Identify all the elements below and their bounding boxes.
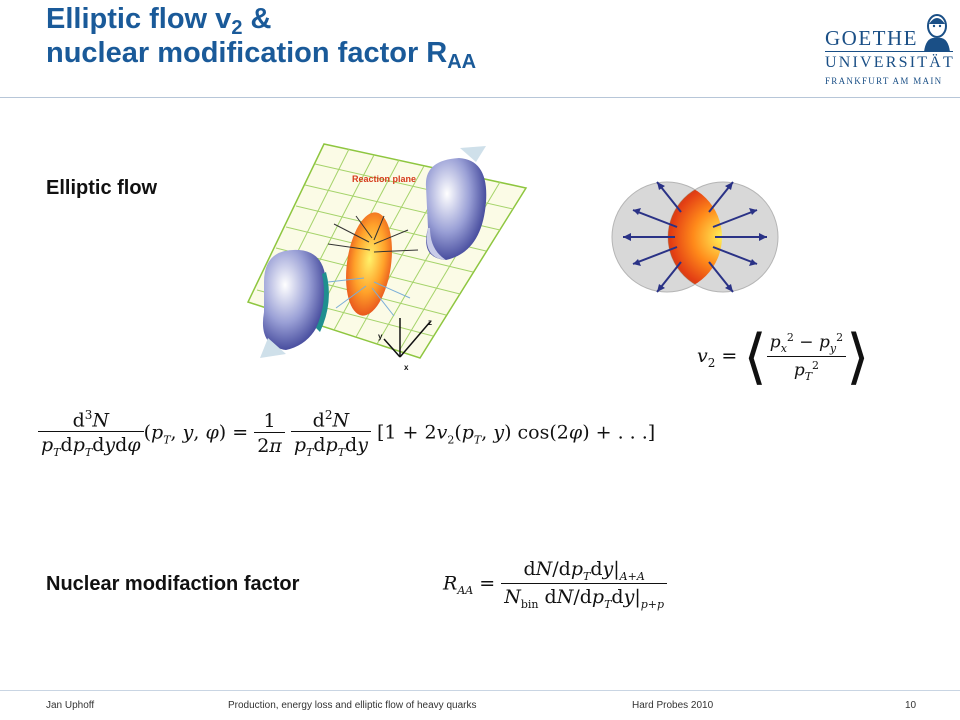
logo-word-city: FRANKFURT AM MAIN	[825, 76, 943, 86]
footer-page-number: 10	[905, 700, 917, 711]
title-divider	[0, 97, 960, 98]
azimuthal-distribution-formula: d3N pTdpTdydφ (pT, y, φ) = 1 2π d2N pTdp…	[38, 408, 655, 459]
v2-definition-formula: v2 = ⟨ px2 − py2 pT2 ⟩	[697, 322, 870, 392]
reaction-plane-text: Reaction plane	[352, 174, 416, 184]
title-line-1: Elliptic flow v2 &	[46, 3, 272, 39]
nucleus-arrow-upper	[460, 146, 486, 162]
nucleus-lower-left	[262, 249, 327, 350]
footer-talk-title: Production, energy loss and elliptic flo…	[228, 700, 477, 711]
overlap-almond	[668, 182, 722, 292]
nuclear-modification-label: Nuclear modifaction factor	[46, 573, 300, 595]
footer-divider	[0, 690, 960, 691]
logo-word-goethe: GOETHE	[825, 26, 918, 50]
footer-conference: Hard Probes 2010	[632, 700, 714, 711]
axis-x-label: x	[404, 363, 409, 372]
axis-z-label: z	[428, 318, 432, 327]
logo-divider	[825, 51, 953, 52]
footer-author: Jan Uphoff	[46, 700, 95, 711]
nucleus-upper-right	[425, 158, 487, 260]
university-logo: GOETHE UNIVERSITÄT FRANKFURT AM MAIN	[825, 12, 955, 92]
overlap-region-figure	[611, 181, 779, 293]
elliptic-flow-label: Elliptic flow	[46, 177, 158, 199]
nucleus-arrow-lower	[260, 338, 286, 358]
reaction-plane-figure: Reaction plane z y x	[246, 143, 528, 372]
raa-definition-formula: RAA = dN/dpTdy|A+A Nbin dN/dpTdy|p+p	[443, 558, 668, 611]
goethe-portrait-icon	[924, 14, 950, 52]
logo-word-universitaet: UNIVERSITÄT	[825, 54, 955, 71]
fireball-almond	[346, 212, 392, 316]
title-line-2: nuclear modification factor RAA	[46, 37, 477, 73]
axis-y-label: y	[378, 332, 383, 341]
slide-title: Elliptic flow v2 & nuclear modification …	[46, 2, 477, 73]
coordinate-axes	[383, 318, 431, 358]
